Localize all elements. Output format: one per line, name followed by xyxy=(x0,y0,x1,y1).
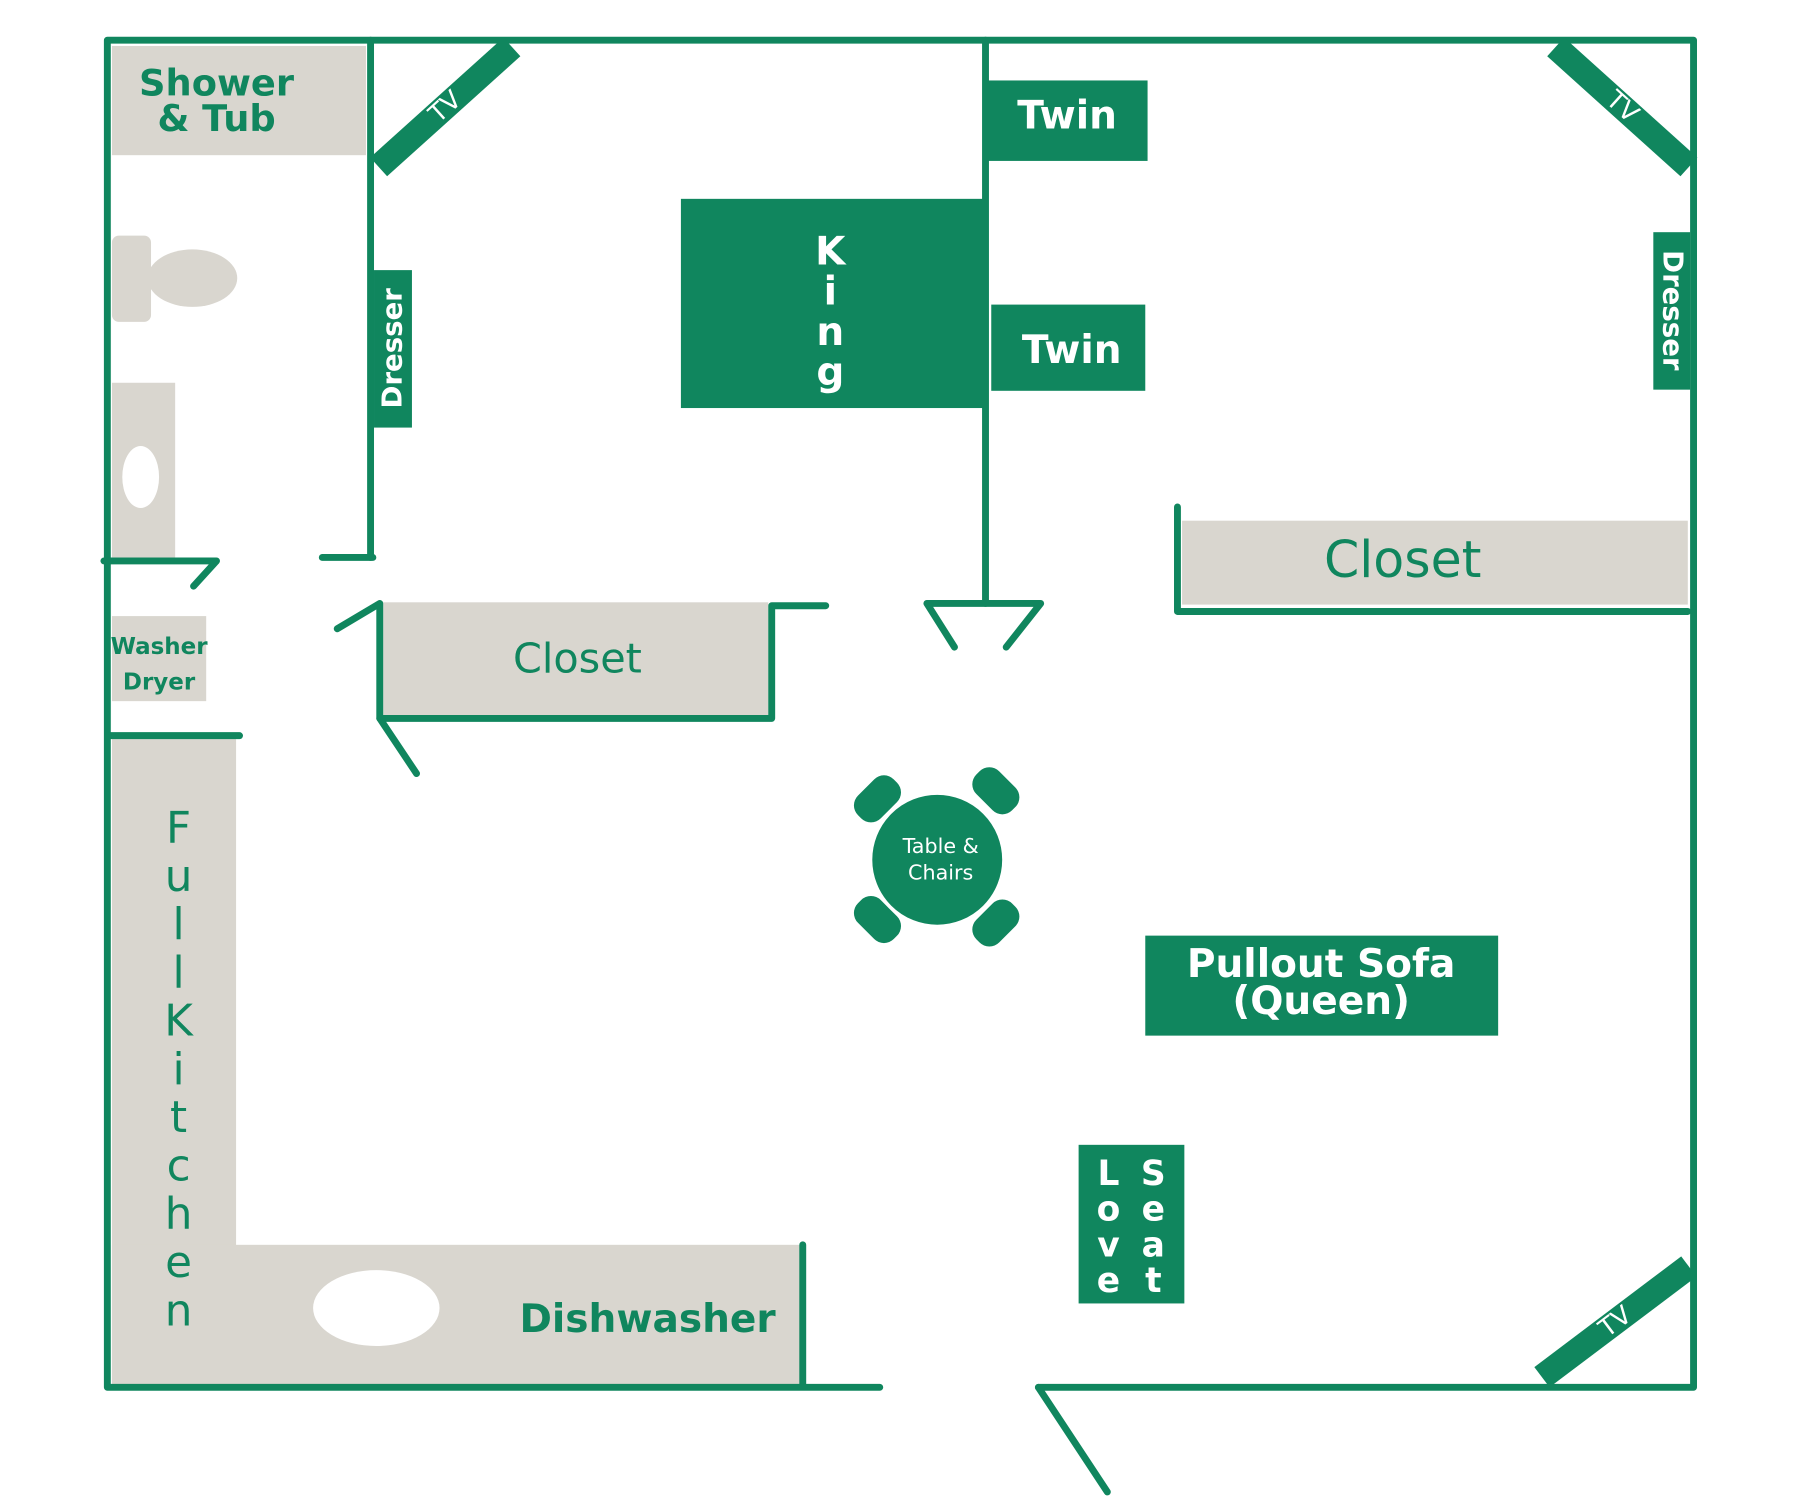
twin-top-label: Twin xyxy=(1017,94,1117,139)
chair xyxy=(853,895,902,944)
twin-bed-top xyxy=(985,80,1148,161)
shower-label: Shower xyxy=(139,61,295,104)
dresser-left xyxy=(374,270,412,428)
closet-right-label: Closet xyxy=(1324,530,1482,589)
table xyxy=(868,791,1006,929)
tub-label: & Tub xyxy=(157,97,275,140)
sofa-size-label: (Queen) xyxy=(1232,979,1410,1024)
dresser-left-label: Dresser xyxy=(376,288,409,409)
table-label: Table & xyxy=(902,834,979,858)
twin-bed-bottom xyxy=(991,304,1146,391)
tv-top-left: TV xyxy=(370,37,521,177)
chair xyxy=(972,899,1020,947)
dresser-right-label: Dresser xyxy=(1657,250,1690,371)
dishwasher-label: Dishwasher xyxy=(519,1297,776,1342)
washer-label: Washer xyxy=(111,634,209,660)
chairs-label: Chairs xyxy=(908,860,973,884)
shower-tub xyxy=(111,45,366,156)
table-and-chairs: Table & Chairs xyxy=(853,767,1020,947)
twin-bottom-label: Twin xyxy=(1022,328,1122,373)
kitchen-sink xyxy=(313,1270,440,1346)
sofa-label: Pullout Sofa xyxy=(1187,942,1456,987)
pullout-sofa xyxy=(1145,935,1499,1036)
closet-right xyxy=(1182,520,1688,605)
tv-bottom-right: TV xyxy=(1534,1256,1697,1388)
dryer-label: Dryer xyxy=(123,670,196,696)
bathroom-sink xyxy=(122,445,160,509)
love-seat xyxy=(1078,1144,1185,1304)
chair xyxy=(972,767,1020,815)
dresser-right xyxy=(1653,232,1691,390)
closet-left xyxy=(383,602,769,718)
toilet-bowl xyxy=(147,249,238,307)
chair xyxy=(853,775,902,823)
kitchen-counter-horizontal xyxy=(111,1244,802,1386)
toilet-tank xyxy=(111,235,152,322)
washer-dryer xyxy=(111,616,207,702)
closet-left-label: Closet xyxy=(513,634,642,682)
tv-top-right: TV xyxy=(1547,37,1698,177)
king-bed xyxy=(680,198,986,409)
